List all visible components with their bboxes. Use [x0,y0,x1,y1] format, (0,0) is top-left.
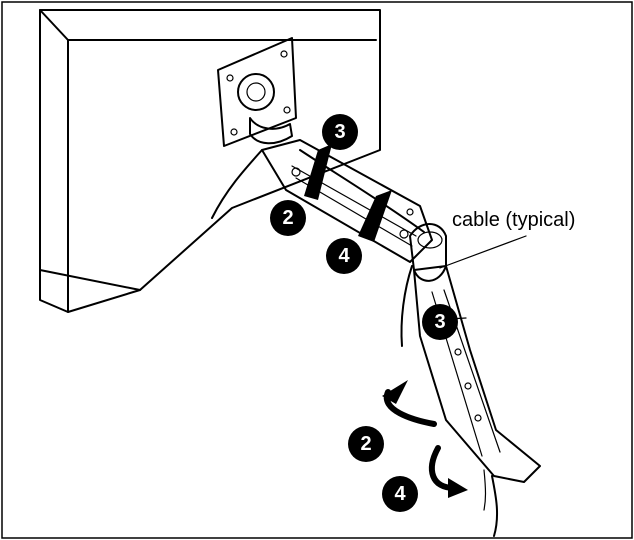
svg-text:3: 3 [334,121,345,143]
monitor-back-panel [39,9,381,313]
svg-text:2: 2 [360,433,371,455]
step-badge-2-upper: 2 [270,200,306,236]
step-badge-4-upper: 4 [326,238,362,274]
vesa-mount-plate [217,37,297,147]
svg-text:2: 2 [282,207,293,229]
cable-route [211,149,499,537]
step-badge-4-lower: 4 [382,476,418,512]
step-badge-3-upper: 3 [322,114,358,150]
step-badge-2-lower: 2 [348,426,384,462]
routing-arrow-right [428,445,468,498]
cable-leader-line [439,235,527,269]
cable-tie-upper-left [304,144,332,200]
cable-label: cable (typical) [452,209,575,231]
elbow-joint [409,223,447,282]
svg-text:3: 3 [434,311,445,333]
step-badge-3-lower: 3 [422,304,458,340]
routing-arrow-up [382,380,437,427]
svg-text:4: 4 [394,483,406,505]
lower-arm [413,265,541,483]
svg-text:4: 4 [338,245,350,267]
